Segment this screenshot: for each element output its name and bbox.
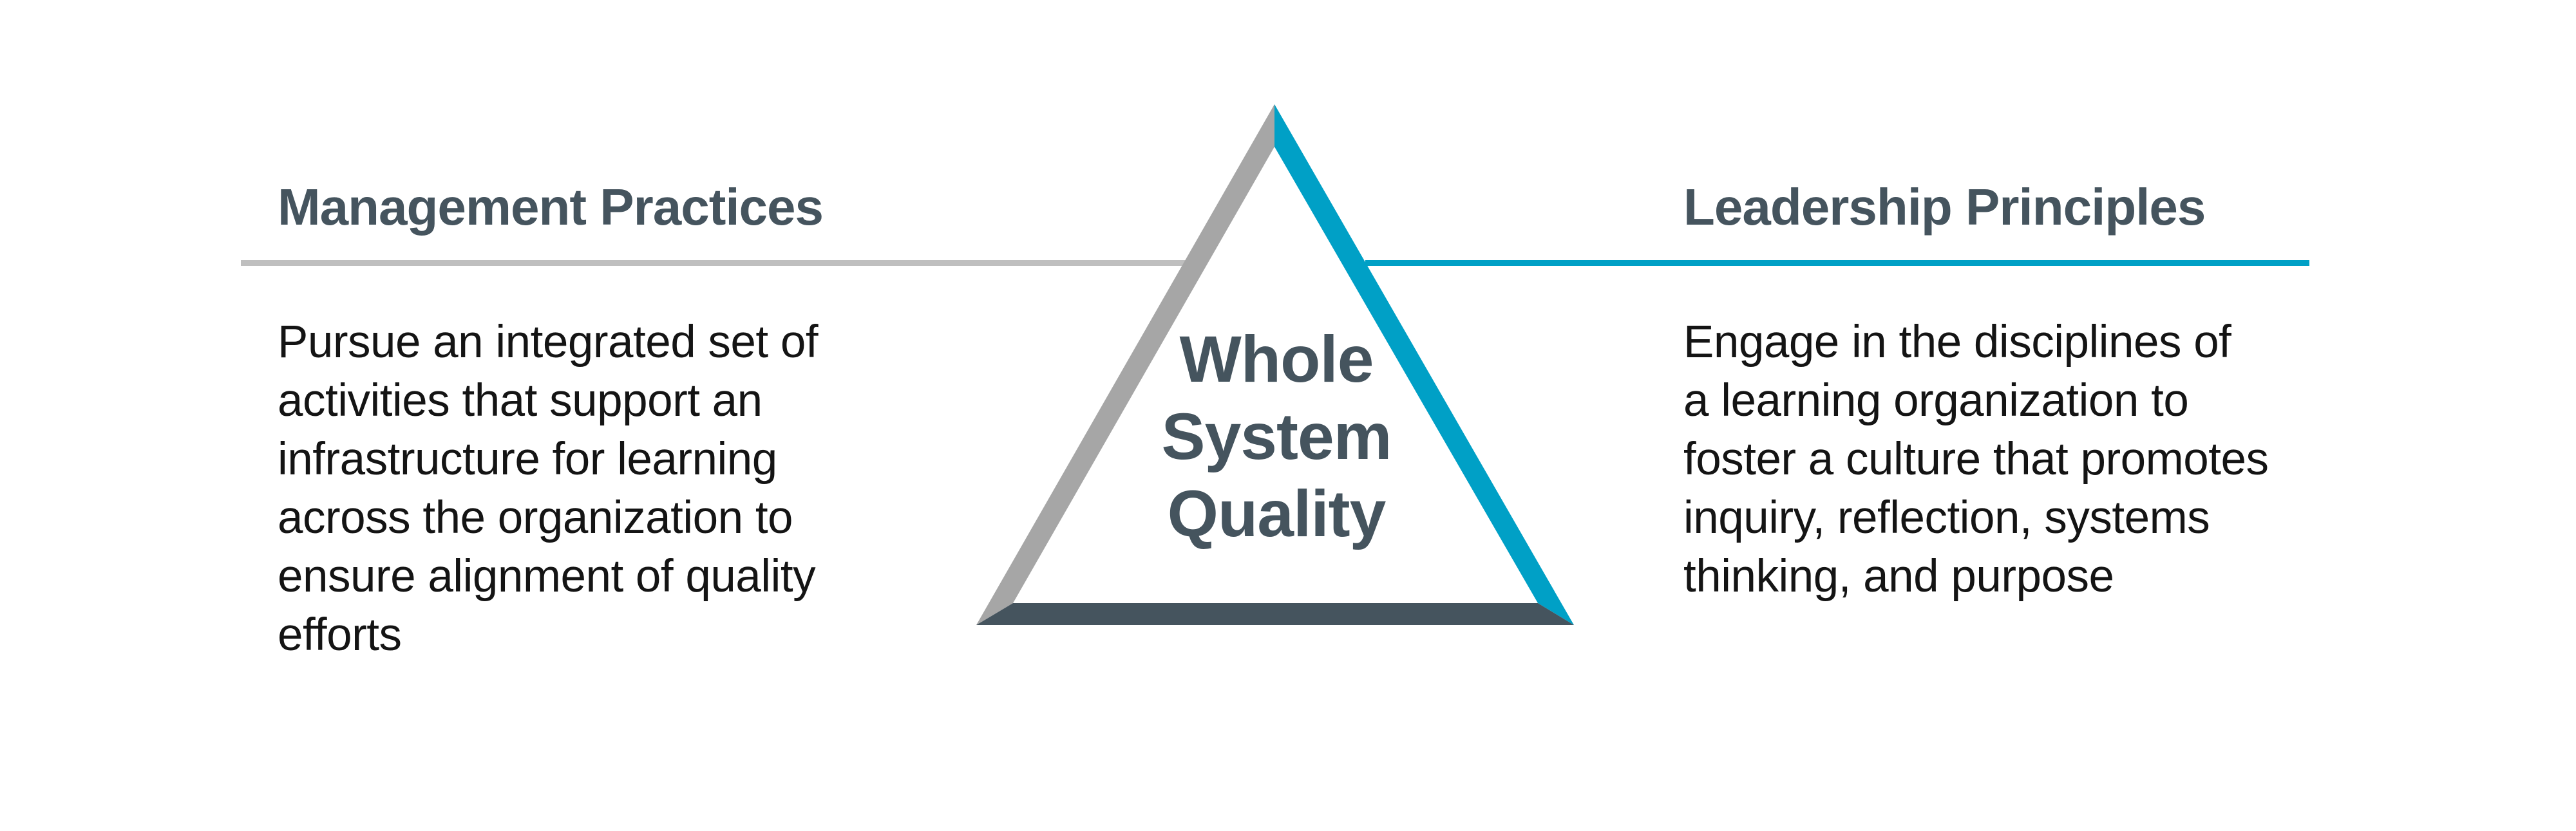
description-line: Engage in the disciplines of [1683,317,2231,368]
description-line: Pursue an integrated set of [278,317,819,368]
leadership-principles-heading: Leadership Principles [1683,178,2206,236]
management-practices-heading: Management Practices [278,178,824,236]
description-line: ensure alignment of quality [278,551,816,602]
triangle-left-side [976,104,1274,625]
description-line: inquiry, reflection, systems [1683,492,2210,543]
description-line: infrastructure for learning [278,434,777,485]
description-line: thinking, and purpose [1683,551,2114,602]
triangle-base [976,603,1574,625]
description-line: efforts [278,610,402,660]
management-practices-description: Pursue an integrated set of activities t… [278,313,819,664]
triangle-label: Whole System Quality [1148,321,1405,552]
description-line: activities that support an [278,375,762,426]
description-line: foster a culture that promotes [1683,434,2269,485]
left-divider-line [241,260,1194,266]
leadership-principles-description: Engage in the disciplines of a learning … [1683,313,2269,606]
description-line: across the organization to [278,492,793,543]
right-divider-line [1365,260,2309,266]
triangle-label-line: System [1161,400,1392,473]
triangle-label-line: Whole [1179,322,1374,396]
description-line: a learning organization to [1683,375,2189,426]
triangle-label-line: Quality [1167,477,1387,550]
triangle-right-side [1274,104,1574,625]
